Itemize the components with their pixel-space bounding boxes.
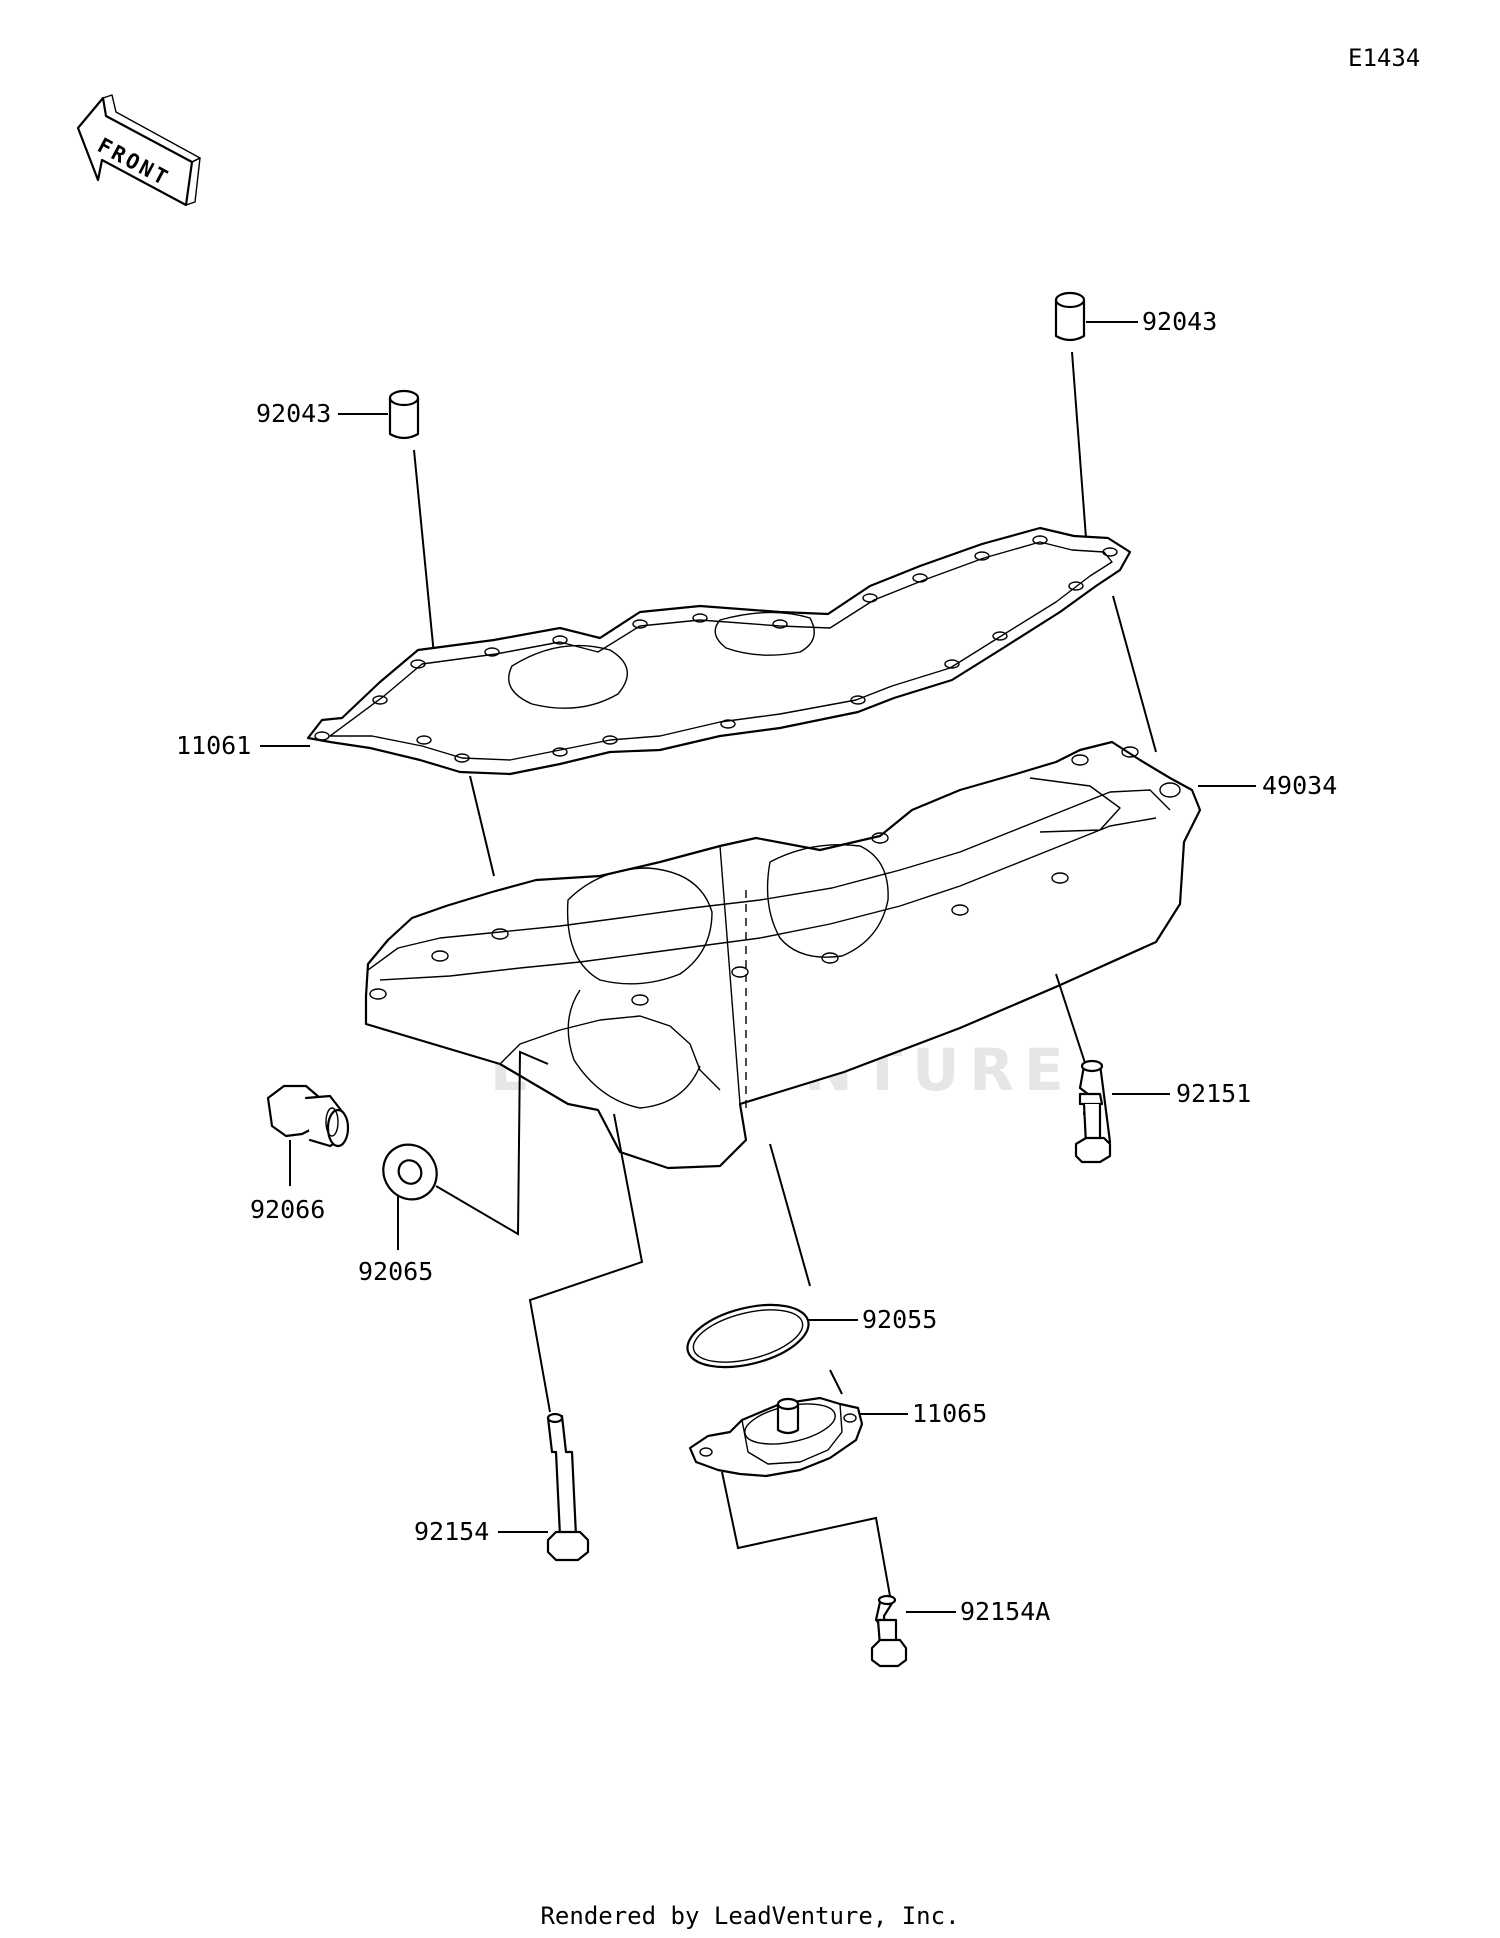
label-oil-pan[interactable]: 49034 — [1262, 771, 1337, 800]
footer-credit: Rendered by LeadVenture, Inc. — [540, 1902, 960, 1930]
guide-dowel-pin-right — [1071, 351, 1087, 539]
guide-bolt-pan — [1055, 973, 1087, 1067]
o-ring[interactable] — [681, 1294, 815, 1378]
front-arrow-icon: FRONT — [76, 94, 201, 207]
label-dowel-pin-left[interactable]: 92043 — [256, 399, 331, 428]
label-o-ring[interactable]: 92055 — [862, 1305, 937, 1334]
drain-washer[interactable] — [373, 1134, 448, 1210]
label-bolt-long[interactable]: 92154 — [414, 1517, 489, 1546]
guide-bolt-short — [721, 1471, 891, 1597]
bolt-short[interactable] — [870, 1594, 908, 1668]
label-bolt-pan[interactable]: 92151 — [1176, 1079, 1251, 1108]
guide-dowel-pin-left — [413, 449, 435, 656]
dowel-pin-right[interactable] — [1054, 291, 1086, 342]
label-gasket[interactable]: 11061 — [176, 731, 251, 760]
diagram-code: E1434 — [1348, 44, 1421, 72]
label-bolt-short[interactable]: 92154A — [960, 1597, 1050, 1626]
guide-dowel-pin-left-lower — [469, 775, 495, 877]
label-drain-washer[interactable]: 92065 — [358, 1257, 433, 1286]
oil-pan[interactable] — [364, 740, 1202, 1170]
label-cover[interactable]: 11065 — [912, 1399, 987, 1428]
bolt-long[interactable] — [546, 1412, 590, 1562]
label-dowel-pin-right[interactable]: 92043 — [1142, 307, 1217, 336]
bolt-pan[interactable] — [1074, 1059, 1112, 1164]
drain-plug[interactable] — [266, 1084, 350, 1148]
gasket[interactable] — [306, 526, 1132, 776]
guide-cover — [829, 1369, 843, 1395]
guide-drain-washer — [435, 1050, 549, 1236]
guide-bolt-long — [528, 1113, 644, 1413]
guide-o-ring — [769, 1143, 811, 1287]
label-drain-plug[interactable]: 92066 — [250, 1195, 325, 1224]
cover[interactable] — [688, 1396, 864, 1478]
guide-dowel-pin-right-lower — [1112, 595, 1157, 753]
dowel-pin-left[interactable] — [388, 389, 420, 440]
